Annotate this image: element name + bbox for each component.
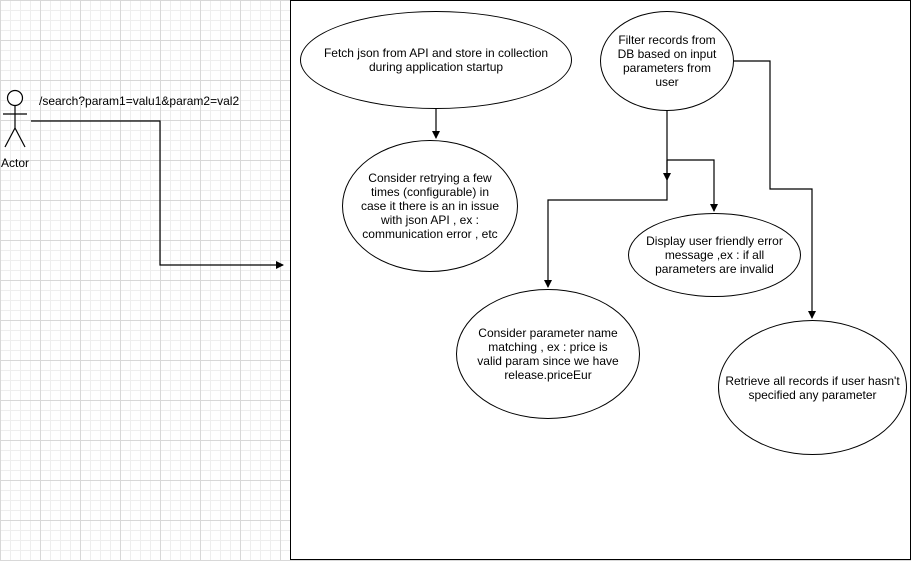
filter-to-matching-connector bbox=[544, 160, 668, 288]
node-parameter-matching[interactable]: Consider parameter name matching , ex : … bbox=[456, 289, 640, 419]
node-retrieve-all-text: Retrieve all records if user hasn't spec… bbox=[725, 373, 900, 402]
node-error-message-text: Display user friendly error message ,ex … bbox=[646, 234, 783, 276]
node-retry-text: Consider retrying a few times (configura… bbox=[360, 171, 500, 241]
node-fetch-json[interactable]: Fetch json from API and store in collect… bbox=[300, 11, 572, 109]
request-connector bbox=[31, 120, 284, 269]
request-path-label: /search?param1=valu1&param2=val2 bbox=[39, 94, 240, 108]
node-fetch-json-text: Fetch json from API and store in collect… bbox=[323, 46, 549, 74]
node-retrieve-all[interactable]: Retrieve all records if user hasn't spec… bbox=[718, 320, 907, 455]
node-filter-records-text: Filter records from DB based on input pa… bbox=[617, 33, 717, 89]
node-error-message[interactable]: Display user friendly error message ,ex … bbox=[628, 213, 801, 297]
actor-label: Actor bbox=[0, 156, 29, 170]
node-retry[interactable]: Consider retrying a few times (configura… bbox=[342, 140, 518, 272]
actor-figure bbox=[3, 89, 27, 148]
filter-to-retrieve-connector bbox=[720, 60, 816, 319]
node-parameter-matching-text: Consider parameter name matching , ex : … bbox=[477, 326, 619, 382]
filter-to-error-connector bbox=[667, 159, 718, 212]
node-filter-records[interactable]: Filter records from DB based on input pa… bbox=[600, 11, 734, 111]
